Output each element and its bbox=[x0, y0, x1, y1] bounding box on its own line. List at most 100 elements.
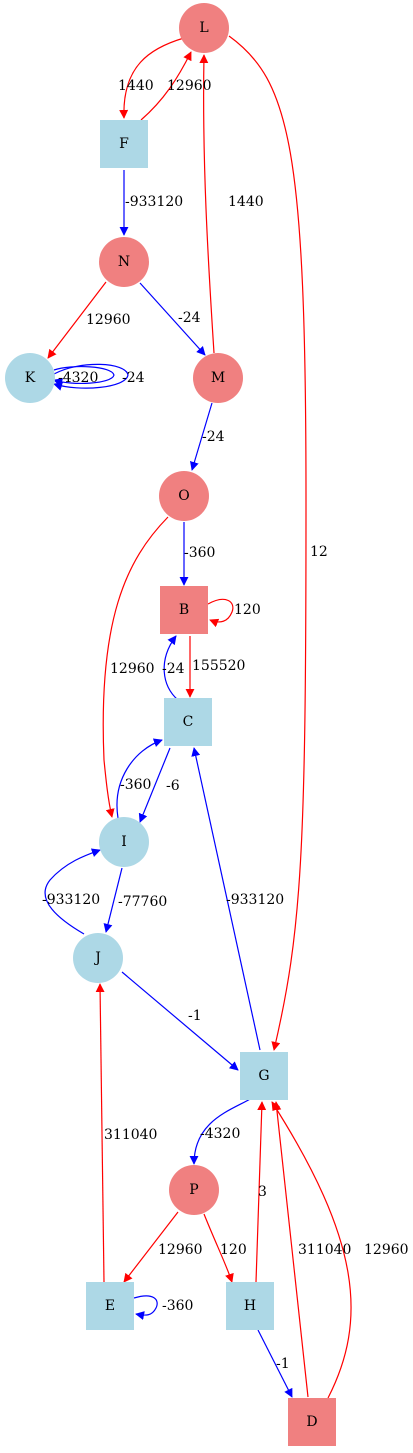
edge-label-C-I: -6 bbox=[166, 778, 180, 794]
edge-label-E-E: -360 bbox=[162, 1298, 193, 1314]
edge-label-C-B: -24 bbox=[162, 661, 185, 677]
node-shape-L bbox=[179, 3, 229, 53]
edge-K-K bbox=[53, 363, 129, 391]
node-N: N bbox=[99, 237, 149, 287]
edge-I-C bbox=[116, 738, 163, 819]
node-label-L: L bbox=[199, 20, 208, 36]
edge-C-B bbox=[163, 635, 179, 701]
nodes-layer: L F N K M O B C I J G P E H D bbox=[5, 3, 336, 1446]
node-P: P bbox=[169, 1165, 219, 1215]
node-M: M bbox=[193, 353, 243, 403]
edge-label-M-O: -24 bbox=[202, 429, 225, 445]
edge-label-L-G: 12 bbox=[310, 544, 328, 560]
node-shape-G bbox=[240, 1052, 288, 1100]
node-shape-E bbox=[86, 1282, 134, 1330]
node-shape-K bbox=[5, 353, 55, 403]
node-label-H: H bbox=[244, 1298, 256, 1314]
edge-B-B bbox=[207, 598, 234, 628]
edge-label-I-C: -360 bbox=[120, 777, 151, 793]
node-label-B: B bbox=[179, 602, 189, 618]
node-label-E: E bbox=[105, 1298, 115, 1314]
node-label-F: F bbox=[119, 136, 129, 152]
edge-label-E-J: 311040 bbox=[104, 1127, 157, 1143]
node-shape-F bbox=[100, 120, 148, 168]
node-H: H bbox=[226, 1282, 274, 1330]
edge-label-H-D: -1 bbox=[276, 1356, 290, 1372]
edge-D-G bbox=[272, 1101, 309, 1398]
node-label-K: K bbox=[25, 370, 36, 386]
edge-label-N-K: 12960 bbox=[86, 312, 131, 328]
edge-O-I bbox=[102, 516, 169, 818]
node-label-O: O bbox=[178, 488, 189, 504]
edge-label-F-N: -933120 bbox=[125, 194, 183, 210]
edge-H-G bbox=[255, 1101, 267, 1283]
edge-J-G bbox=[121, 971, 239, 1071]
edge-label-K-K: -24 bbox=[122, 370, 145, 386]
node-G: G bbox=[240, 1052, 288, 1100]
edge-L-F bbox=[119, 37, 185, 119]
node-label-I: I bbox=[121, 834, 127, 850]
node-B: B bbox=[160, 586, 208, 634]
edge-label-N-M: -24 bbox=[178, 310, 201, 326]
node-shape-C bbox=[164, 698, 212, 746]
edge-label-D-G: 311040 bbox=[298, 1242, 351, 1258]
edge-label-I-J: -77760 bbox=[118, 894, 167, 910]
node-D: D bbox=[288, 1398, 336, 1446]
edge-E-E bbox=[133, 1295, 158, 1321]
edge-N-M bbox=[139, 282, 206, 356]
node-L: L bbox=[179, 3, 229, 53]
node-I: I bbox=[99, 817, 149, 867]
edge-G-P bbox=[189, 1097, 253, 1165]
edge-L-G bbox=[228, 35, 307, 1051]
node-shape-M bbox=[193, 353, 243, 403]
edge-label-O-I: 12960 bbox=[110, 661, 155, 677]
node-K: K bbox=[5, 353, 55, 403]
edge-label-D-G: 12960 bbox=[364, 1242, 409, 1258]
edge-label-M-L: 1440 bbox=[228, 194, 264, 210]
node-label-N: N bbox=[118, 254, 130, 270]
node-shape-B bbox=[160, 586, 208, 634]
edge-P-H bbox=[203, 1213, 234, 1283]
node-shape-N bbox=[99, 237, 149, 287]
edge-label-H-G: 3 bbox=[258, 1184, 267, 1200]
edge-label-F-L: 12960 bbox=[167, 78, 212, 94]
edge-D-G bbox=[271, 1101, 352, 1399]
edge-label-G-P: -4320 bbox=[200, 1126, 240, 1142]
node-shape-O bbox=[159, 471, 209, 521]
node-shape-P bbox=[169, 1165, 219, 1215]
edge-label-B-C: 155520 bbox=[192, 658, 245, 674]
edge-F-L bbox=[140, 51, 192, 121]
edge-label-P-E: 12960 bbox=[158, 1242, 203, 1258]
edge-label-J-I: -933120 bbox=[42, 892, 100, 908]
node-label-D: D bbox=[306, 1414, 317, 1430]
edge-label-K-K: -4320 bbox=[58, 370, 98, 386]
edge-N-K bbox=[47, 281, 107, 359]
edge-I-J bbox=[103, 867, 123, 933]
edge-E-J bbox=[95, 983, 105, 1283]
node-shape-J bbox=[73, 933, 123, 983]
edge-label-O-B: -360 bbox=[184, 545, 215, 561]
node-F: F bbox=[100, 120, 148, 168]
node-label-P: P bbox=[189, 1182, 198, 1198]
edge-M-L bbox=[199, 54, 215, 354]
edge-M-O bbox=[190, 402, 213, 471]
edge-label-P-H: 120 bbox=[220, 1242, 247, 1258]
node-label-M: M bbox=[211, 370, 225, 386]
edge-H-D bbox=[257, 1329, 293, 1398]
node-shape-D bbox=[288, 1398, 336, 1446]
node-shape-I bbox=[99, 817, 149, 867]
edge-label-L-F: 1440 bbox=[118, 78, 154, 94]
edge-label-J-G: -1 bbox=[188, 1008, 202, 1024]
node-E: E bbox=[86, 1282, 134, 1330]
node-label-C: C bbox=[183, 714, 194, 730]
node-C: C bbox=[164, 698, 212, 746]
edge-J-I bbox=[44, 848, 101, 935]
node-J: J bbox=[73, 933, 123, 983]
edge-C-I bbox=[138, 747, 171, 823]
node-shape-H bbox=[226, 1282, 274, 1330]
node-O: O bbox=[159, 471, 209, 521]
edge-G-C bbox=[191, 747, 261, 1051]
edge-label-B-B: 120 bbox=[234, 602, 261, 618]
node-label-J: J bbox=[93, 950, 101, 966]
